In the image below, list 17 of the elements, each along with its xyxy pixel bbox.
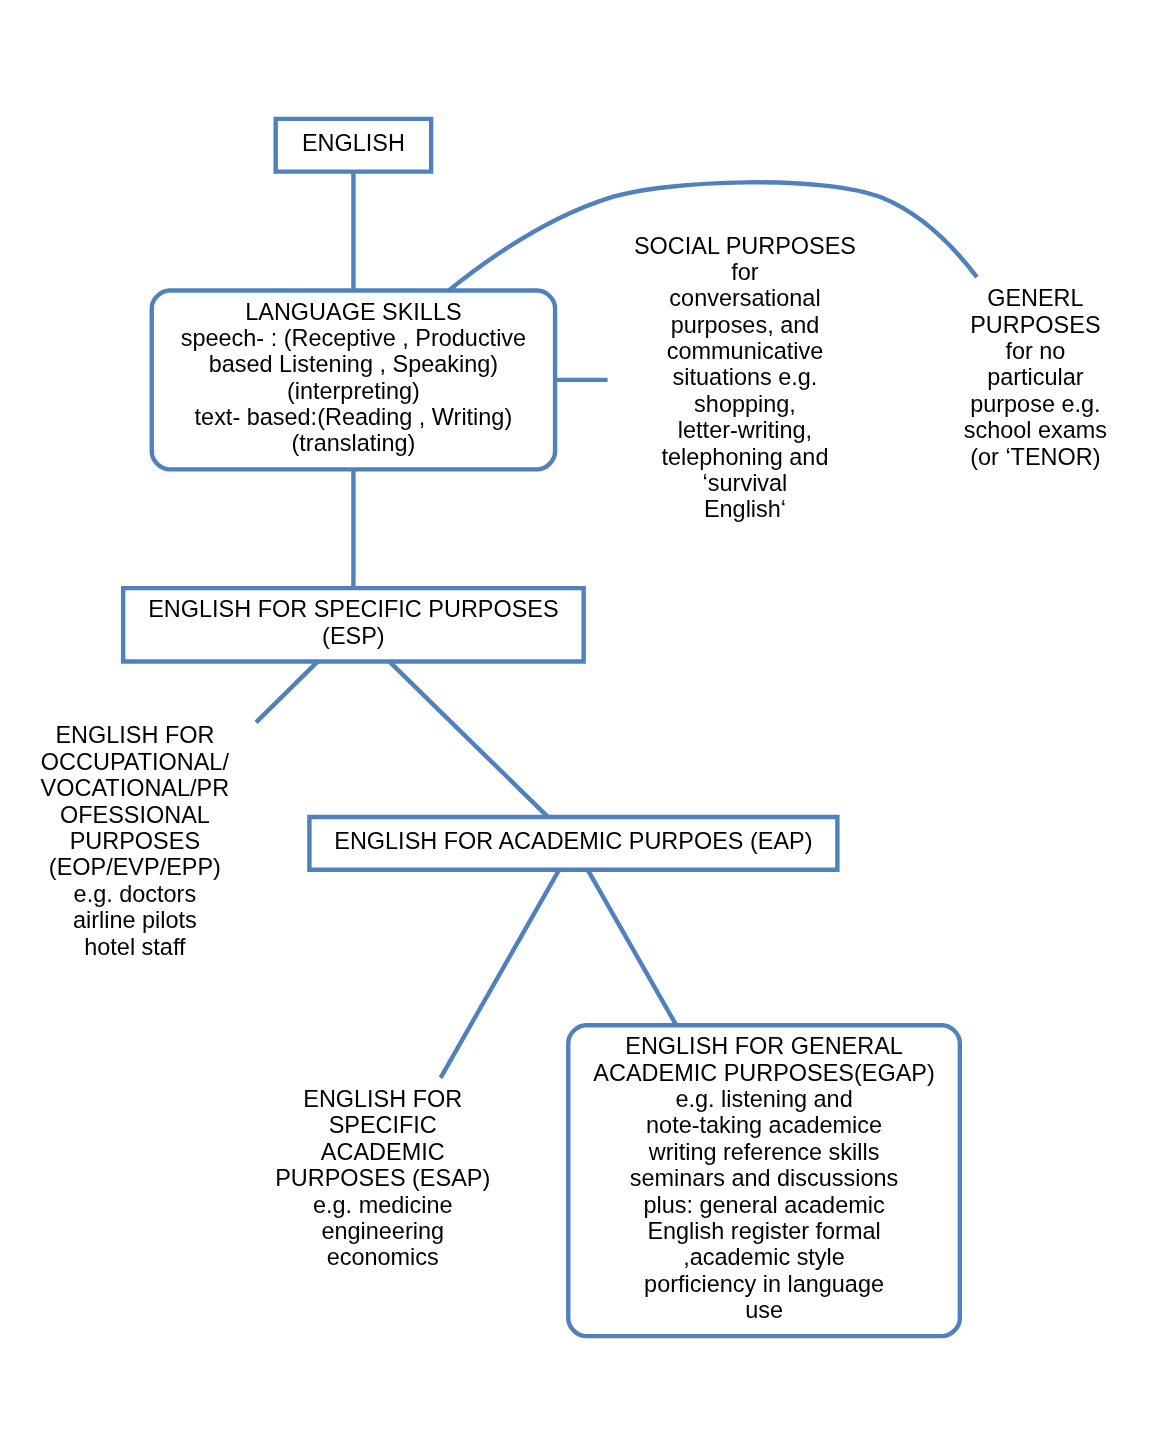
node-text: SOCIAL PURPOSES for conversational purposes, and communicative situations e.g. shopping, letter-writing, telephoning and ‘survival English‘ [633, 232, 856, 523]
node-box: ENGLISH FOR GENERAL ACADEMIC PURPOSES(EGAP) e.g. listening and note-taking academice writing reference skills seminars and discussions plus: general academic English register formal ,academic style porficiency in language use [566, 1023, 963, 1339]
node-text: ENGLISH FOR SPECIFIC ACADEMIC PURPOSES (ESAP) e.g. medicine engineering economics [275, 1086, 491, 1271]
node-box: ENGLISH FOR ACADEMIC PURPOES (EAP) [307, 814, 840, 872]
connector [447, 180, 979, 292]
node-box: ENGLISH [273, 116, 434, 174]
connector [585, 868, 679, 1027]
node-text: GENERL PURPOSES for no particular purpose e.g. school exams (or ‘TENOR) [963, 285, 1108, 470]
connector [438, 868, 561, 1079]
connector [351, 171, 356, 291]
node-box: ENGLISH FOR SPECIFIC PURPOSES (ESP) [120, 585, 586, 664]
connector [388, 660, 549, 818]
connector [555, 377, 608, 383]
node-box: LANGUAGE SKILLS speech- : (Receptive , Productive based Listening , Speaking) (interpreting) text- based:(Reading , Writing) (translating) [149, 288, 558, 472]
connector [254, 660, 319, 724]
node-text: ENGLISH FOR OCCUPATIONAL/ VOCATIONAL/PR OFESSIONAL PURPOSES (EOP/EVP/EPP) e.g. doctors airline pilots hotel staff [40, 722, 230, 960]
connector [351, 469, 356, 589]
